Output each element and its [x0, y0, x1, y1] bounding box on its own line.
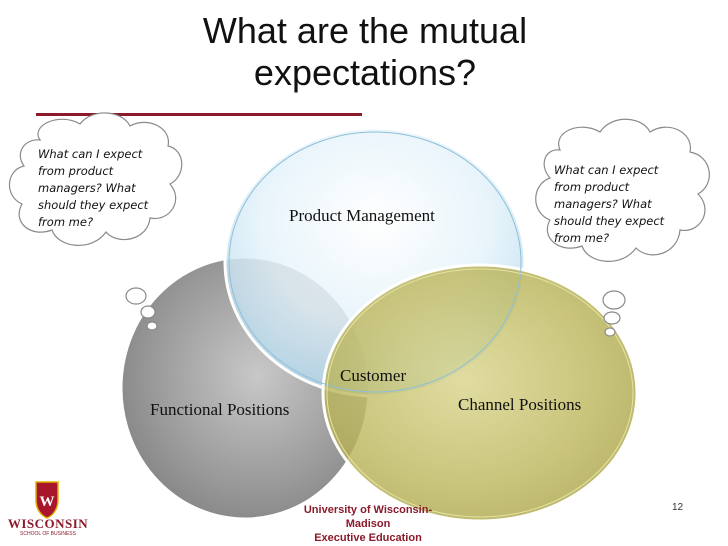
product-circle-rim: [228, 131, 522, 393]
channel-positions-circle: [321, 263, 639, 523]
footer-line1: University of Wisconsin-Madison: [303, 504, 433, 530]
functional-positions-label: Functional Positions: [150, 400, 290, 419]
logo-subtitle: SCHOOL OF BUSINESS: [20, 531, 76, 537]
left-thought-bubble: [8, 112, 183, 331]
title-underline: [36, 113, 362, 116]
shield-letter: W: [40, 494, 55, 510]
right-thought-bubble: [535, 118, 710, 337]
wisconsin-logo: WISCONSIN SCHOOL OF BUSINESS: [6, 478, 90, 540]
logo-wordmark: WISCONSIN: [7, 516, 89, 531]
page-number: 12: [672, 502, 684, 513]
right-bubble-text: What can I expect from product managers?…: [554, 163, 665, 245]
slide-title: What are the mutual expectations?: [202, 10, 528, 93]
footer-line2: Executive Education: [314, 532, 422, 544]
channel-circle-rim: [326, 268, 634, 518]
channel-positions-label: Channel Positions: [458, 395, 582, 414]
customer-label: Customer: [340, 366, 407, 385]
product-management-label: Product Management: [289, 206, 435, 225]
left-bubble-text: What can I expect from product managers?…: [38, 147, 149, 229]
wisconsin-shield-logo: W: [35, 481, 59, 519]
footer: University of Wisconsin-Madison Executiv…: [282, 503, 454, 545]
